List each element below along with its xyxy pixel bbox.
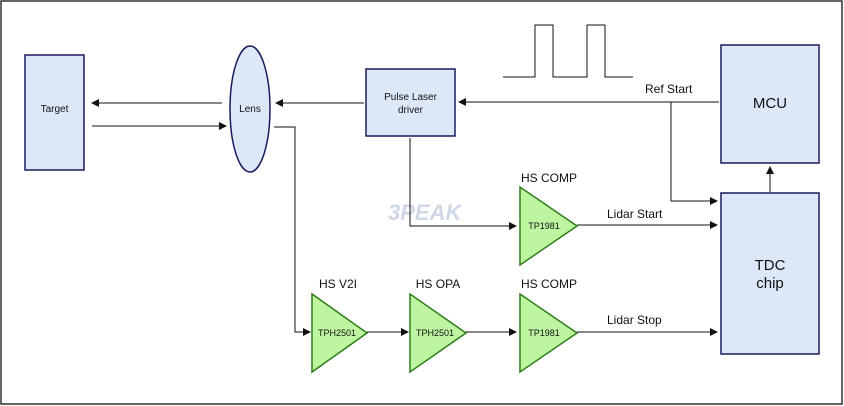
tdc-chip-block [720,192,820,355]
hs-comp-start-part: TP1981 [528,221,560,231]
lidar-start-label: Lidar Start [607,207,663,221]
lens-to-v2i [274,126,311,336]
hs-opa-amplifier [409,292,468,374]
target-label: Target [41,104,69,115]
tdc-label-line1: TDC [755,257,786,274]
tdc-label-line2: chip [756,275,784,292]
hs-comp-stop-title: HS COMP [521,277,577,291]
lidar-stop-label: Lidar Stop [607,313,662,327]
pulse-laser-driver-label-line1: Pulse Laser [384,92,437,103]
hs-comp-start-title: HS COMP [521,171,577,185]
pulse-waveform [503,24,633,78]
ref-start-to-tdc [670,102,718,205]
driver-to-comp-start [409,138,517,230]
hs-comp-stop-amplifier [519,292,579,374]
hs-v2i-title: HS V2I [319,277,357,291]
hs-v2i-part: TPH2501 [318,328,356,338]
hs-opa-title: HS OPA [416,277,460,291]
hs-opa-part: TPH2501 [416,328,454,338]
hs-comp-stop-part: TP1981 [528,328,560,338]
ref-start-label: Ref Start [645,82,693,96]
pulse-laser-driver-block [365,68,456,137]
hs-comp-start-amplifier [519,185,579,267]
watermark: 3PEAK [388,200,463,225]
target-block [24,54,85,171]
lens-label: Lens [239,104,261,115]
hs-v2i-amplifier [311,292,369,374]
mcu-label: MCU [753,95,787,112]
mcu-block [720,44,820,164]
lens-ellipse [229,45,271,173]
pulse-laser-driver-label-line2: driver [398,105,424,116]
